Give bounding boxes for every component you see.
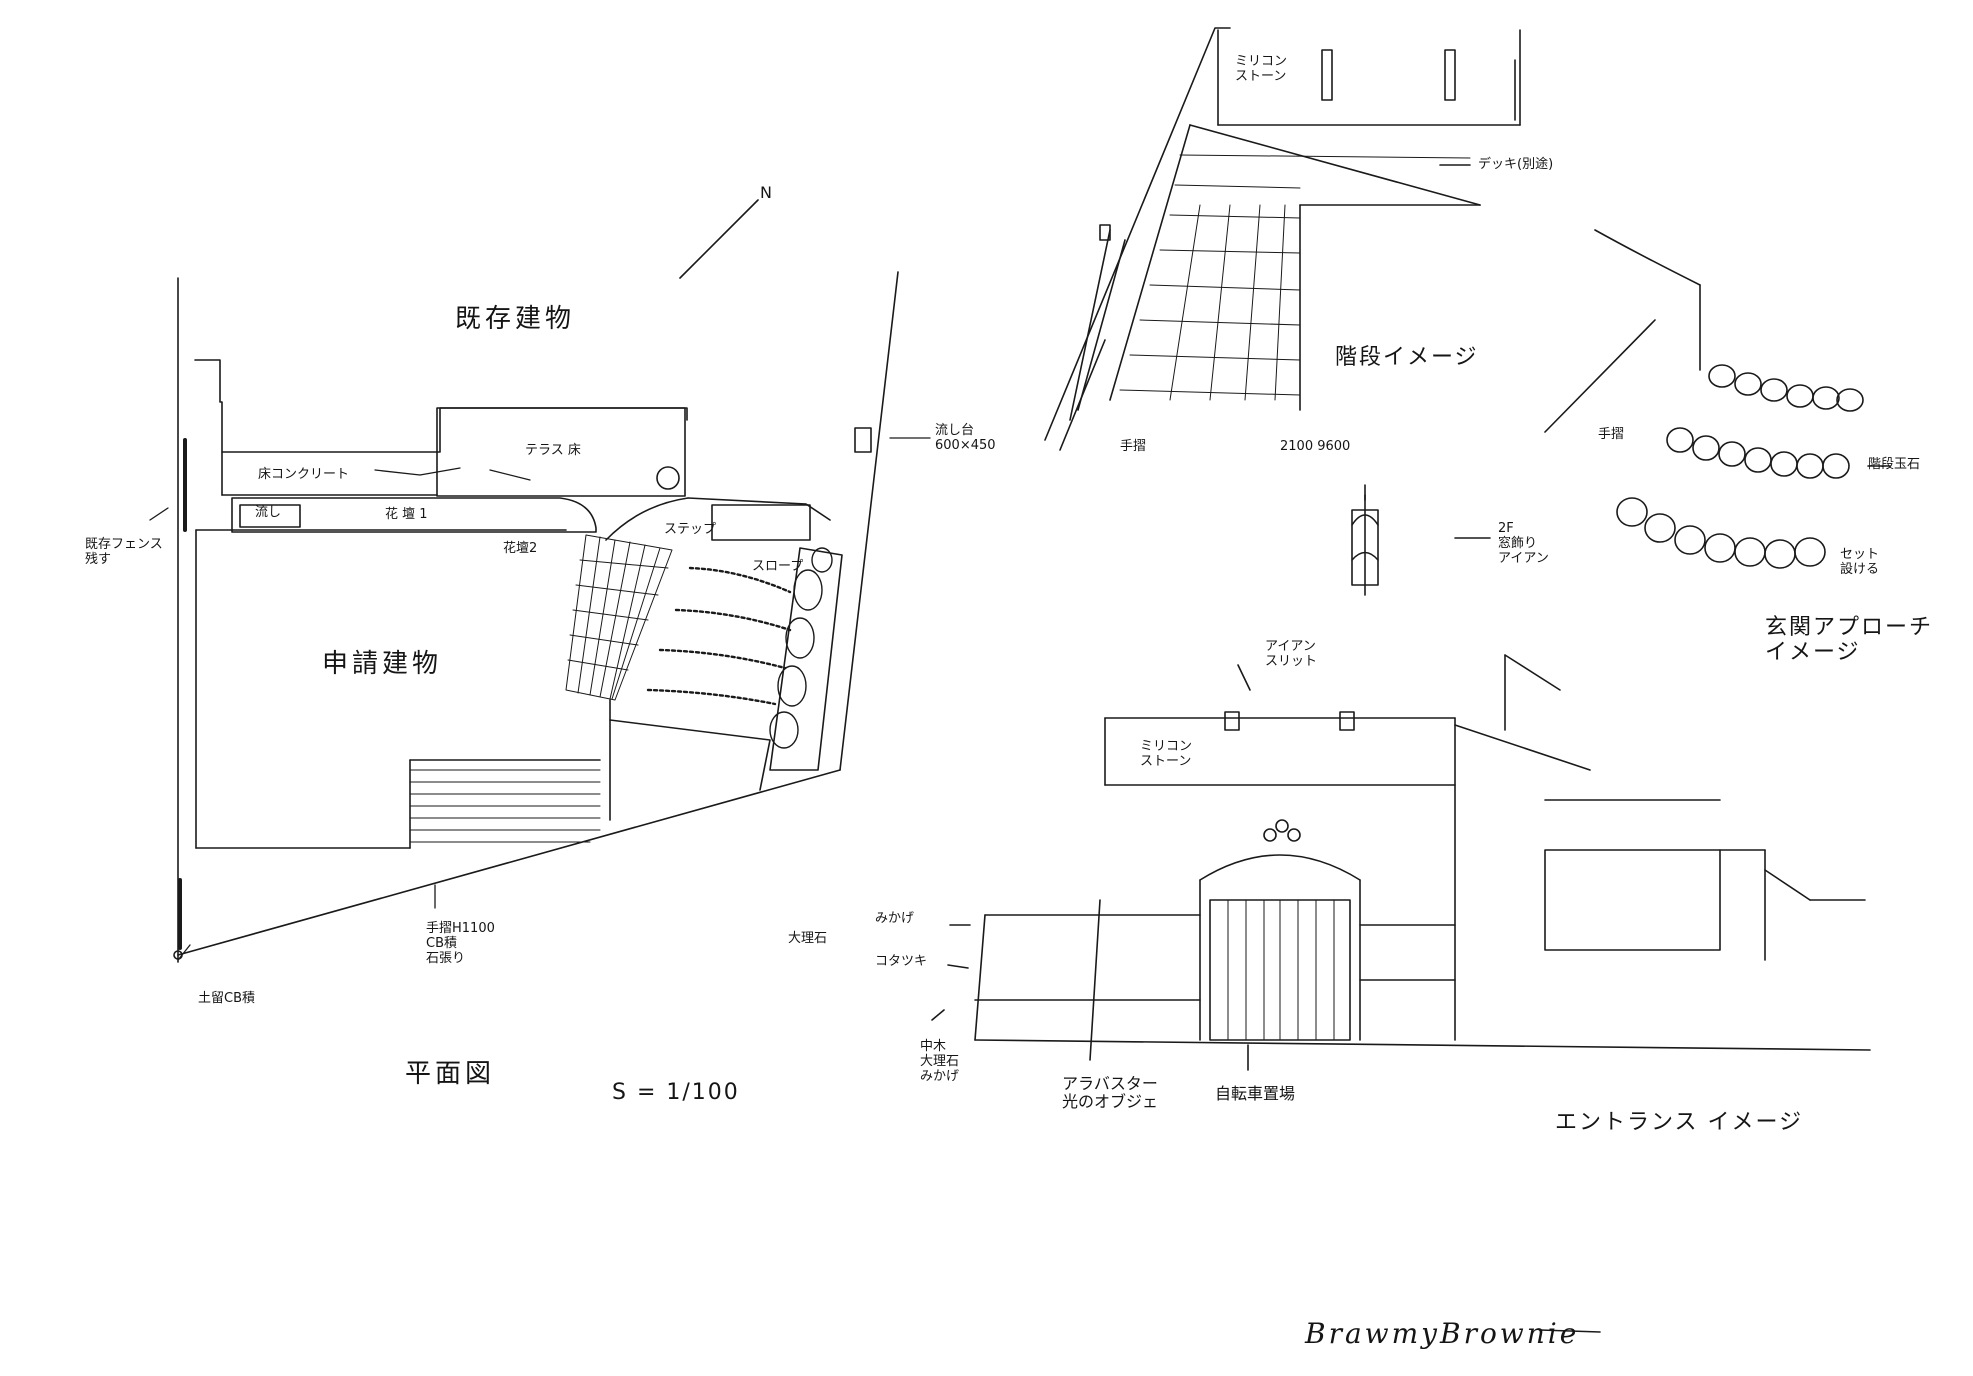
- existing-building-label: 既存建物: [455, 304, 576, 334]
- mikage-label: みかげ: [875, 911, 915, 926]
- approach-title: 玄関アプローチ イメージ: [1765, 615, 1934, 666]
- existing-fence-note: 既存フェンス 残す: [85, 537, 163, 567]
- alabaster-note: アラバスター 光のオブジェ: [1062, 1074, 1159, 1112]
- site-plan-drawing: [149, 199, 931, 963]
- curved-steps: [646, 566, 792, 706]
- approach-sketch: [1544, 229, 1891, 569]
- entrance-stone-label: ミリコン ストーン: [1140, 739, 1193, 769]
- slope-label: スロープ: [752, 559, 804, 574]
- entrance-sketch: [931, 654, 1871, 1071]
- iron-ornament-sketch: [1351, 484, 1491, 596]
- sink-label: 流し: [255, 505, 282, 520]
- sink-note: 流し台 600×450: [935, 423, 996, 453]
- ornament-note: 2F 窓飾り アイアン: [1498, 521, 1549, 566]
- marble-left-label: 大理石: [788, 931, 828, 946]
- plan-scale: S = 1/100: [612, 1080, 740, 1105]
- stair-grid: [1119, 154, 1471, 401]
- flower-bed-1-label: 花 壇 1: [385, 507, 428, 522]
- tile-grid: [565, 534, 673, 701]
- north-label: N: [760, 183, 772, 202]
- floor-concrete-label: 床コンクリート: [258, 467, 350, 482]
- stair-sketch: [1044, 27, 1521, 451]
- iron-slit-note: アイアン スリット: [1265, 639, 1318, 669]
- bicycle-label: 自転車置場: [1215, 1084, 1296, 1103]
- stair-dimension: 2100 9600: [1280, 439, 1351, 454]
- stair-title: 階段イメージ: [1335, 345, 1479, 370]
- cobblestones: [1616, 364, 1864, 569]
- kotatsu-label: コタツキ: [875, 954, 928, 969]
- plan-leaders: [149, 437, 931, 961]
- deck-note: デッキ(別途): [1478, 157, 1554, 172]
- small-marble-note: 中木 大理石 みかげ: [920, 1039, 960, 1084]
- flower-bed-2-label: 花壇2: [503, 541, 538, 556]
- stair-wall-note: ミリコン ストーン: [1235, 54, 1288, 84]
- north-arrow: [679, 199, 759, 279]
- stone-border: [769, 547, 833, 749]
- terrace-label: テラス 床: [525, 443, 581, 458]
- approach-handrail-label: 手摺: [1598, 427, 1625, 442]
- set-back-note: セット 設ける: [1840, 547, 1880, 577]
- stone-wall-label: 階段玉石: [1868, 457, 1921, 472]
- handrail-note: 手摺H1100 CB積 石張り: [426, 921, 495, 966]
- entrance-title: エントランス イメージ: [1555, 1110, 1804, 1135]
- signature: BrawmyBrownie: [1305, 1317, 1580, 1350]
- applied-building-label: 申請建物: [322, 649, 443, 679]
- garage-door: [1544, 849, 1721, 951]
- step-label: ステップ: [664, 522, 717, 537]
- stair-handrail-label: 手摺: [1120, 439, 1147, 454]
- retaining-cb-label: 土留CB積: [198, 991, 255, 1006]
- deck-hatch: [409, 769, 601, 843]
- arch-gate: [1199, 854, 1361, 881]
- plan-title: 平面図: [405, 1059, 496, 1089]
